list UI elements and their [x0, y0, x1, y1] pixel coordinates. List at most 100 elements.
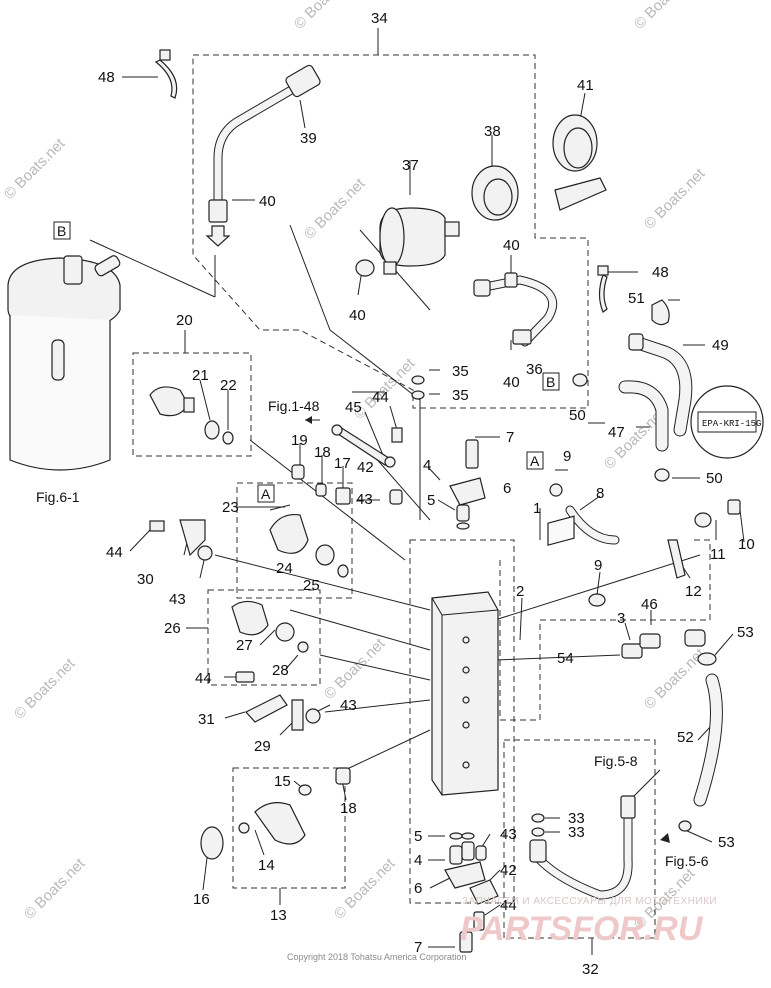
callout-31: 31: [198, 711, 215, 728]
callout-48: 48: [98, 69, 115, 86]
figure-ref-5-8: Fig.5-8: [594, 753, 638, 769]
watermark: © Boats.net: [11, 655, 79, 723]
callout-53: 53: [737, 624, 754, 641]
callout-25: 25: [303, 577, 320, 594]
callout-45: 45: [345, 399, 362, 416]
boxed-letters: B B A A: [53, 221, 560, 503]
callout-21: 21: [192, 367, 209, 384]
callout-40: 40: [349, 307, 366, 324]
callout-39: 39: [300, 130, 317, 147]
callout-16: 16: [193, 891, 210, 908]
callout-4: 4: [414, 852, 422, 869]
callout-41: 41: [577, 77, 594, 94]
callout-12: 12: [685, 583, 702, 600]
callout-43: 43: [340, 697, 357, 714]
callout-9: 9: [563, 448, 571, 465]
hose-clip-40: [208, 199, 228, 223]
callout-37: 37: [402, 157, 419, 174]
reference-box-b: B: [57, 223, 66, 239]
callout-8: 8: [596, 485, 604, 502]
callout-34: 34: [371, 10, 388, 27]
callout-38: 38: [484, 123, 501, 140]
callout-15: 15: [274, 773, 291, 790]
copyright-text: Copyright 2018 Tohatsu America Corporati…: [287, 952, 466, 962]
shop-logo-text: PARTSFOR.RU: [460, 910, 704, 948]
watermark: © Boats.net: [21, 855, 89, 923]
callout-40: 40: [503, 237, 520, 254]
callout-6: 6: [414, 880, 422, 897]
callout-7: 7: [506, 429, 514, 446]
callout-4: 4: [423, 457, 431, 474]
callout-53: 53: [718, 834, 735, 851]
figure-references: Fig.1-48 Fig.6-1 Fig.5-8 Fig.5-6: [36, 398, 709, 869]
reference-box-a: A: [261, 486, 271, 502]
callout-27: 27: [236, 637, 253, 654]
watermark: © Boats.net: [641, 645, 709, 713]
callout-47: 47: [608, 424, 625, 441]
callout-43: 43: [500, 826, 517, 843]
callout-23: 23: [222, 499, 239, 516]
callout-26: 26: [164, 620, 181, 637]
callout-5: 5: [427, 492, 435, 509]
callout-5: 5: [414, 828, 422, 845]
watermark: © Boats.net: [1, 135, 69, 203]
arrow-icon: [660, 833, 670, 843]
callout-17: 17: [334, 455, 351, 472]
callout-48: 48: [652, 264, 669, 281]
watermark: © Boats.net: [291, 0, 359, 33]
callout-36: 36: [526, 361, 543, 378]
callout-44: 44: [500, 897, 517, 914]
callout-44: 44: [195, 670, 212, 687]
hose-marking-tag: EPA-KRI-15G: [702, 419, 761, 429]
watermark: © Boats.net: [631, 0, 699, 33]
reference-box-a: A: [530, 453, 540, 469]
figure-ref-6-1: Fig.6-1: [36, 489, 80, 505]
callout-14: 14: [258, 857, 275, 874]
callout-35: 35: [452, 387, 469, 404]
callout-50: 50: [569, 407, 586, 424]
callout-44: 44: [106, 544, 123, 561]
callout-3: 3: [617, 610, 625, 627]
callout-28: 28: [272, 662, 289, 679]
callout-6: 6: [503, 480, 511, 497]
clamp-51: [651, 299, 670, 326]
flow-arrow-icon: [205, 225, 231, 247]
callout-30: 30: [137, 571, 154, 588]
watermark-layer: © Boats.net © Boats.net © Boats.net © Bo…: [1, 0, 709, 933]
callout-54: 54: [557, 650, 574, 667]
callout-labels: 34 48 39 38 41 37 40 40 40 40 36 35 35 4…: [98, 10, 755, 978]
callout-19: 19: [291, 432, 308, 449]
reference-box-b: B: [546, 374, 555, 390]
watermark: © Boats.net: [301, 175, 369, 243]
callout-44: 44: [372, 389, 389, 406]
figure-ref-1-48: Fig.1-48: [268, 398, 320, 414]
callout-13: 13: [270, 907, 287, 924]
callout-1: 1: [533, 500, 541, 517]
callout-9: 9: [594, 557, 602, 574]
callout-40: 40: [259, 193, 276, 210]
callout-18: 18: [314, 444, 331, 461]
callout-35: 35: [452, 363, 469, 380]
callout-43: 43: [169, 591, 186, 608]
callout-32: 32: [582, 961, 599, 978]
watermark: © Boats.net: [331, 855, 399, 923]
group-boxes: [132, 54, 711, 939]
callout-52: 52: [677, 729, 694, 746]
fuel-hose-39: [213, 77, 310, 210]
callout-51: 51: [628, 290, 645, 307]
footer: ЗАПЧАСТИ И АКСЕССУАРЫ ДЛЯ МОТОТЕХНИКИ PA…: [287, 896, 717, 962]
callout-7: 7: [414, 939, 422, 956]
callout-22: 22: [220, 377, 237, 394]
callout-49: 49: [712, 337, 729, 354]
callout-11: 11: [710, 546, 726, 563]
callout-10: 10: [738, 536, 755, 553]
callout-33: 33: [568, 810, 585, 827]
watermark: © Boats.net: [641, 165, 709, 233]
callout-40: 40: [503, 374, 520, 391]
callout-33: 33: [568, 824, 585, 841]
callout-42: 42: [500, 862, 517, 879]
vapor-separator-body: [431, 591, 499, 796]
callout-18: 18: [340, 800, 357, 817]
callout-46: 46: [641, 596, 658, 613]
